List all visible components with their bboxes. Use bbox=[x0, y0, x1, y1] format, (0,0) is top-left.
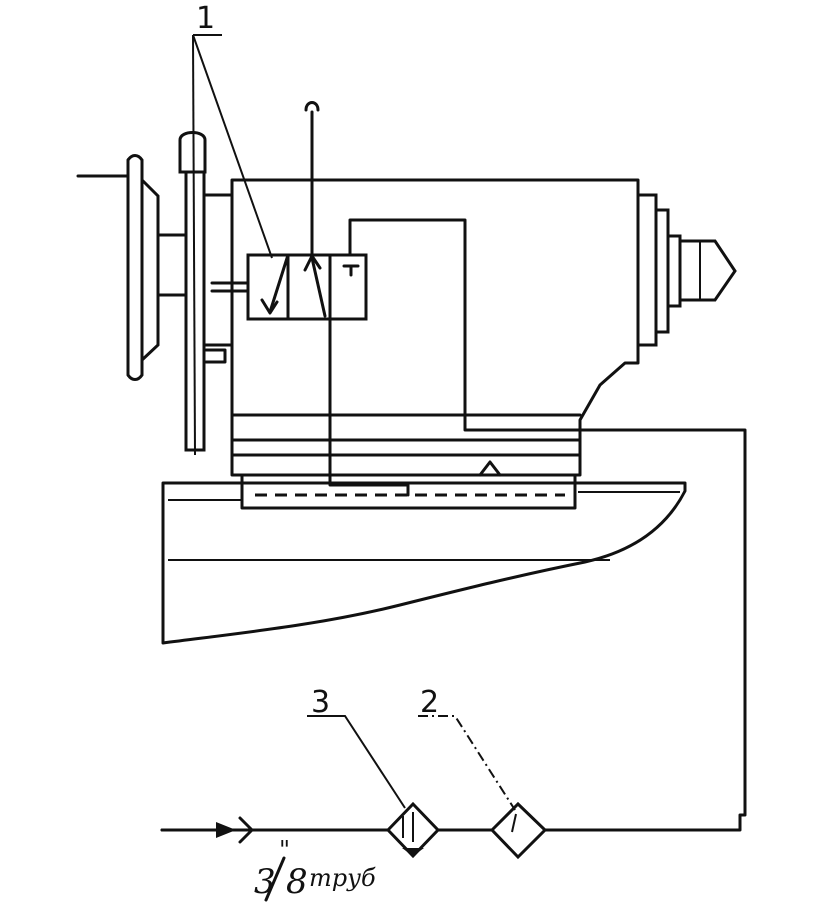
air-inlet-arrow bbox=[160, 816, 254, 844]
callout-lubricator-number: 2 bbox=[420, 685, 439, 720]
exhaust-line bbox=[304, 101, 320, 260]
callout-valve-number: 1 bbox=[196, 1, 215, 36]
quill-and-center bbox=[636, 193, 737, 347]
pipe-size-inch-mark: " bbox=[279, 836, 290, 864]
callout-filter-number: 3 bbox=[311, 685, 330, 720]
leader-lines bbox=[192, 34, 516, 811]
air-filter bbox=[385, 801, 441, 859]
pipe-size-unit: труб bbox=[309, 864, 376, 892]
lubricator bbox=[489, 801, 548, 860]
pipe-size-label: 3 " 8 труб bbox=[254, 836, 376, 902]
tailstock-base-plate bbox=[240, 473, 577, 510]
machine-bed bbox=[161, 481, 687, 645]
pipe-size-denominator: 8 bbox=[286, 862, 308, 902]
air-valve bbox=[246, 253, 368, 321]
handwheel-assembly bbox=[76, 131, 250, 452]
